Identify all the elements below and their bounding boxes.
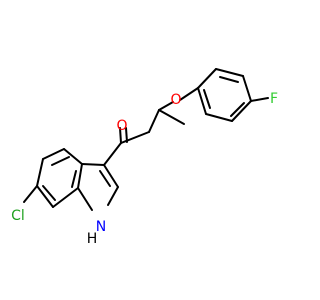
bond — [36, 185, 54, 208]
bond-to-chlorine — [23, 185, 38, 203]
ketone-oxygen-label: O — [116, 118, 127, 134]
ether-oxygen-label: O — [170, 92, 181, 108]
bond-to-fluorine — [250, 97, 269, 102]
bond-to-ether-oxygen — [158, 101, 174, 111]
ring-double-bond — [203, 89, 211, 109]
bond — [197, 68, 217, 89]
nitrogen-hydrogen-label: H — [87, 231, 98, 247]
bond — [120, 131, 150, 144]
ring-double-bond — [99, 170, 111, 187]
bond — [215, 68, 244, 77]
linker — [103, 87, 199, 166]
bond — [52, 187, 79, 208]
fluorophenyl-ring — [197, 68, 269, 122]
carbonyl-double-bond — [125, 127, 128, 143]
bond-from-ether-oxygen — [179, 87, 199, 101]
bond — [36, 158, 44, 187]
bond — [231, 100, 252, 122]
ring-double-bond — [51, 156, 70, 166]
bond — [81, 163, 105, 166]
fluorine-label: F — [270, 91, 278, 107]
background — [0, 0, 300, 300]
carbonyl-double-bond — [119, 127, 122, 144]
bond — [63, 148, 83, 165]
ring-double-bond — [230, 102, 245, 117]
molecule-structure: O O F Cl N H — [0, 0, 300, 300]
chlorine-label: Cl — [11, 208, 25, 224]
bond — [148, 109, 160, 133]
indole-core — [23, 148, 119, 211]
nitrogen-label: N — [96, 219, 106, 235]
ring-double-bond — [71, 170, 77, 188]
bond-to-nitrogen — [107, 186, 119, 206]
bond-from-nitrogen — [77, 187, 93, 211]
ring-double-bond — [42, 185, 56, 201]
bond — [197, 87, 207, 115]
bond — [42, 148, 65, 160]
molecule-diagram: O O F Cl N H — [0, 0, 300, 300]
methyl-bond — [158, 109, 185, 125]
bond — [205, 113, 233, 122]
bond — [103, 164, 119, 188]
bond — [242, 75, 252, 102]
ring-double-bond — [219, 76, 239, 83]
bond — [77, 163, 83, 189]
bond-to-indole — [103, 142, 122, 166]
